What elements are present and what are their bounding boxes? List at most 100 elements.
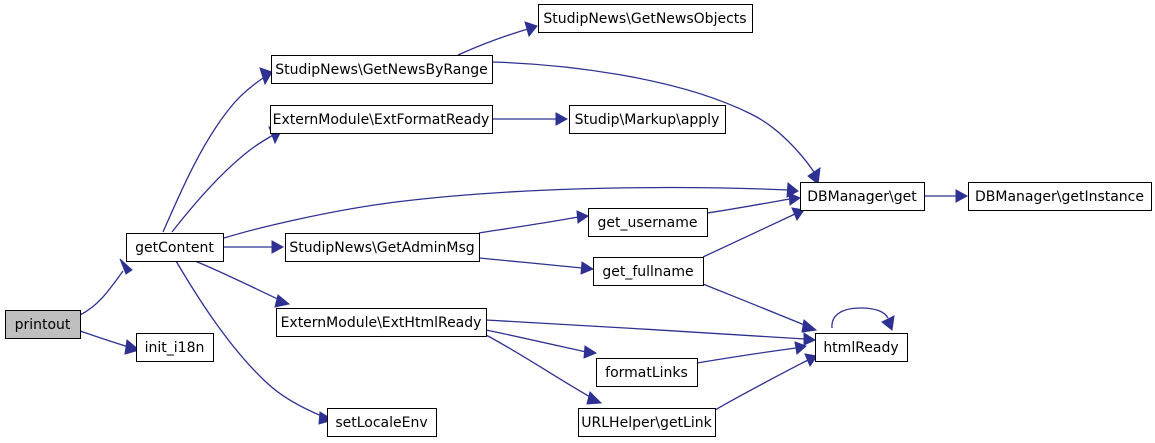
node-label: StudipNews\GetAdminMsg bbox=[289, 240, 474, 256]
node-box[interactable] bbox=[578, 408, 716, 437]
edge-formatLinks-to-htmlReady bbox=[696, 341, 807, 364]
node-formatLinks[interactable]: formatLinks bbox=[596, 358, 698, 387]
node-box[interactable] bbox=[276, 308, 487, 337]
node-get_fullname[interactable]: get_fullname bbox=[593, 257, 704, 286]
edge-line bbox=[831, 307, 889, 329]
arrowhead-icon bbox=[803, 332, 817, 346]
arrowhead-icon bbox=[955, 189, 969, 203]
node-extFormatReady[interactable]: ExternModule\ExtFormatReady bbox=[270, 105, 493, 134]
node-setLocaleEnv[interactable]: setLocaleEnv bbox=[327, 408, 437, 437]
node-box[interactable] bbox=[569, 105, 726, 134]
arrowhead-icon bbox=[274, 294, 291, 308]
edge-line bbox=[702, 213, 796, 258]
node-getContent[interactable]: getContent bbox=[126, 233, 224, 262]
node-box[interactable] bbox=[270, 105, 493, 134]
node-label: get_username bbox=[598, 215, 698, 231]
edge-line bbox=[485, 319, 806, 340]
node-extHtmlReady[interactable]: ExternModule\ExtHtmlReady bbox=[276, 308, 487, 337]
node-init_i18n[interactable]: init_i18n bbox=[136, 333, 214, 362]
edge-printout-to-init_i18n bbox=[79, 330, 141, 355]
arrowhead-icon bbox=[807, 166, 821, 185]
edge-printout-to-getContent bbox=[79, 258, 133, 316]
edge-line bbox=[171, 133, 276, 233]
edge-line bbox=[485, 329, 587, 353]
node-box[interactable] bbox=[285, 233, 480, 262]
node-label: ExternModule\ExtHtmlReady bbox=[281, 315, 482, 331]
arrowhead-icon bbox=[524, 21, 538, 38]
edge-line bbox=[491, 61, 815, 173]
node-markupApply[interactable]: Studip\Markup\apply bbox=[569, 105, 726, 134]
node-box[interactable] bbox=[271, 55, 493, 84]
edge-line bbox=[457, 28, 529, 56]
node-dbManagerGetInstance[interactable]: DBManager\getInstance bbox=[968, 182, 1152, 211]
node-box[interactable] bbox=[596, 358, 698, 387]
edge-extFormatReady-to-markupApply bbox=[492, 112, 569, 126]
node-label: URLHelper\getLink bbox=[581, 415, 712, 431]
edge-urlHelperGetLink-to-htmlReady bbox=[714, 353, 818, 411]
edge-line bbox=[175, 260, 325, 418]
node-box[interactable] bbox=[126, 233, 224, 262]
node-box[interactable] bbox=[588, 208, 708, 237]
node-label: get_fullname bbox=[602, 264, 693, 280]
node-box[interactable] bbox=[800, 182, 925, 211]
edge-line bbox=[478, 216, 579, 234]
edge-get_fullname-to-htmlReady bbox=[702, 283, 818, 333]
arrowhead-icon bbox=[794, 341, 807, 355]
edge-get_username-to-dbManagerGet bbox=[706, 192, 802, 214]
node-box[interactable] bbox=[538, 4, 753, 33]
edge-getContent-to-extHtmlReady bbox=[194, 260, 291, 308]
edge-getContent-to-extFormatReady bbox=[171, 126, 282, 233]
edge-getContent-to-dbManagerGet bbox=[223, 182, 799, 239]
edge-line bbox=[79, 270, 124, 316]
node-box[interactable] bbox=[593, 257, 704, 286]
edge-line bbox=[485, 334, 593, 399]
edge-getContent-to-getAdminMsg bbox=[223, 240, 285, 254]
edge-line bbox=[714, 359, 809, 411]
edges-layer bbox=[79, 21, 969, 425]
edge-getAdminMsg-to-get_fullname bbox=[478, 257, 595, 275]
node-box[interactable] bbox=[327, 408, 437, 437]
node-label: Studip\Markup\apply bbox=[575, 112, 720, 128]
node-box[interactable] bbox=[136, 333, 214, 362]
arrowhead-icon bbox=[555, 112, 569, 126]
arrowhead-icon bbox=[576, 210, 590, 224]
edge-getContent-to-getNewsByRange bbox=[162, 67, 273, 233]
node-label: StudipNews\GetNewsByRange bbox=[275, 62, 488, 78]
edge-dbManagerGet-to-dbManagerGetInstance bbox=[924, 189, 969, 203]
node-dbManagerGet[interactable]: DBManager\get bbox=[800, 182, 925, 211]
edge-line bbox=[223, 186, 790, 239]
edge-getNewsByRange-to-dbManagerGet bbox=[491, 61, 821, 185]
arrowhead-icon bbox=[801, 319, 818, 333]
arrowhead-icon bbox=[259, 67, 273, 86]
node-label: setLocaleEnv bbox=[335, 415, 427, 431]
node-getNewsObjects[interactable]: StudipNews\GetNewsObjects bbox=[538, 4, 753, 33]
node-getAdminMsg[interactable]: StudipNews\GetAdminMsg bbox=[285, 233, 480, 262]
arrowhead-icon bbox=[580, 261, 595, 275]
edge-line bbox=[696, 347, 797, 364]
edge-line bbox=[194, 260, 283, 302]
arrowhead-icon bbox=[788, 192, 802, 206]
node-getNewsByRange[interactable]: StudipNews\GetNewsByRange bbox=[271, 55, 493, 84]
node-label: StudipNews\GetNewsObjects bbox=[543, 11, 746, 27]
node-label: htmlReady bbox=[823, 340, 898, 356]
node-box[interactable] bbox=[968, 182, 1152, 211]
edge-extHtmlReady-to-htmlReady bbox=[485, 319, 817, 346]
node-htmlReady[interactable]: htmlReady bbox=[815, 333, 908, 362]
edge-line bbox=[79, 330, 130, 348]
node-printout[interactable]: printout bbox=[5, 310, 81, 339]
edge-extHtmlReady-to-formatLinks bbox=[485, 329, 598, 359]
node-get_username[interactable]: get_username bbox=[588, 208, 708, 237]
edge-extHtmlReady-to-urlHelperGetLink bbox=[485, 334, 603, 405]
edge-line bbox=[478, 257, 583, 269]
node-box[interactable] bbox=[815, 333, 908, 362]
edge-getAdminMsg-to-get_username bbox=[478, 210, 590, 234]
edge-line bbox=[706, 198, 791, 214]
node-box[interactable] bbox=[5, 310, 81, 339]
node-label: printout bbox=[15, 317, 71, 333]
edge-getNewsByRange-to-getNewsObjects bbox=[457, 21, 538, 56]
node-label: formatLinks bbox=[605, 365, 688, 381]
node-urlHelperGetLink[interactable]: URLHelper\getLink bbox=[578, 408, 716, 437]
nodes-layer: printout getContent init_i18n StudipNews\Ge… bbox=[5, 4, 1152, 437]
node-label: DBManager\get bbox=[807, 189, 917, 205]
